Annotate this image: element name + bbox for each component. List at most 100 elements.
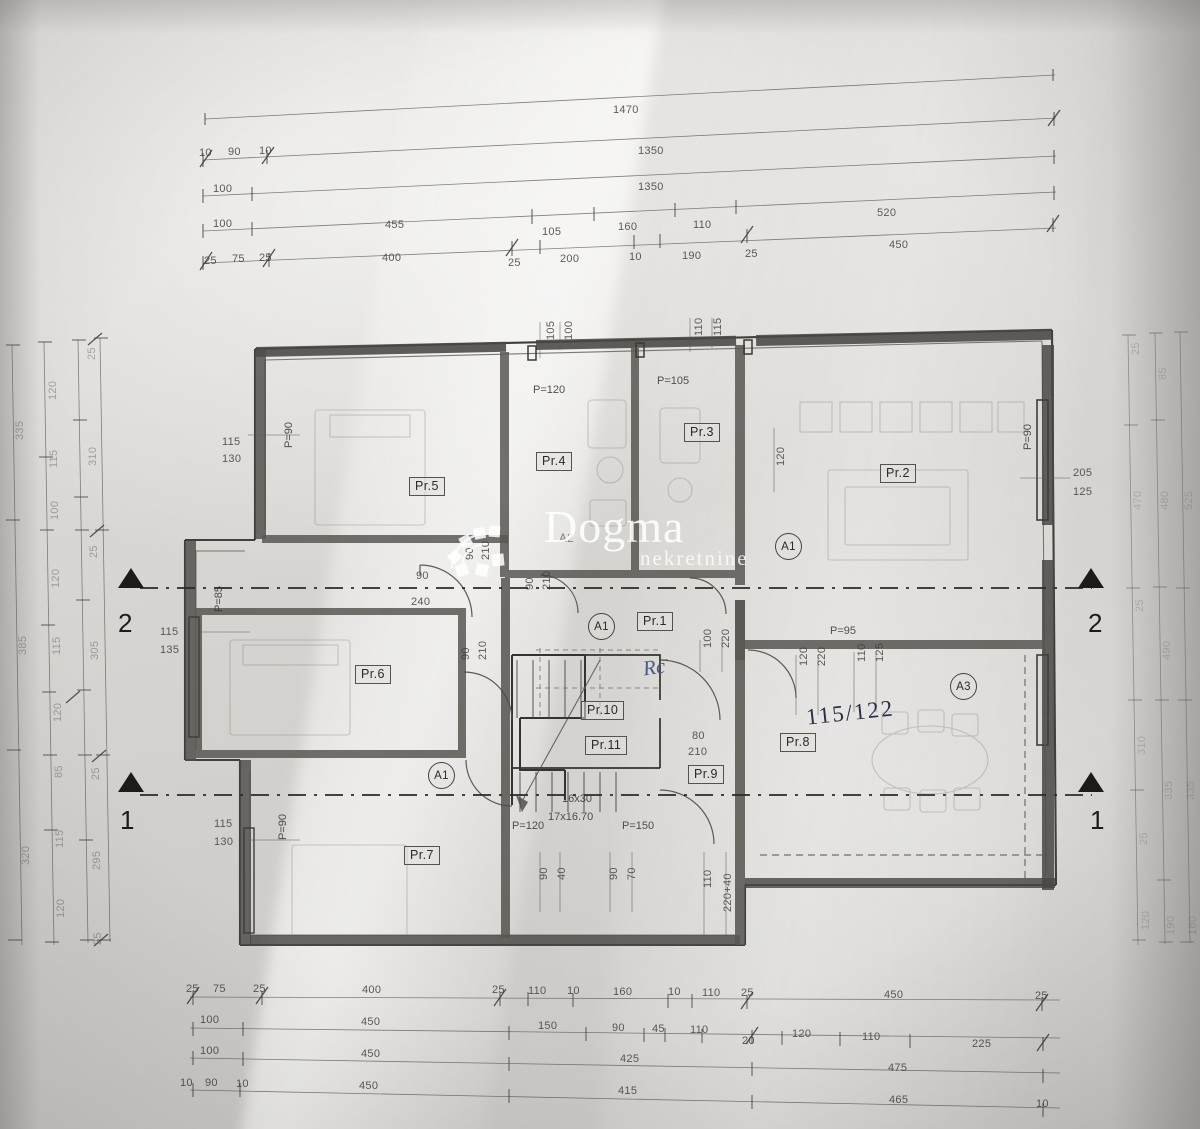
dim-bot-110-d: 110 [862,1031,881,1043]
dim-bot-100-a: 100 [200,1014,220,1026]
dim-top-200: 200 [560,253,580,265]
dim-right3-335: 335 [1185,780,1197,800]
dim-bot-415: 415 [618,1085,638,1097]
pr5-walls [262,535,508,543]
opening-110c-over: 110 [702,869,714,888]
dim-bot-450-b: 450 [361,1016,381,1028]
bottom-exterior-wall [250,878,1055,946]
dim-bot-110-b: 110 [702,987,721,999]
opening-40-under: 40 [556,867,568,880]
stair-dashed-projection [536,648,660,720]
room-label-pr7: Pr.7 [404,846,440,865]
dim-top-75: 75 [232,253,245,265]
opening-130b-under: 130 [214,836,234,848]
dim-left3-25-a: 25 [86,347,98,360]
right-lower-walls [735,600,1045,660]
room-label-pr11: Pr.11 [585,736,628,755]
note-stair-risers: 17x16.70 [548,811,594,823]
top-dimension-slash-ticks [199,109,1061,271]
right-dimension-lines [1127,331,1191,946]
exterior-walls [183,328,1058,947]
dim-bot-25-b: 25 [253,983,266,995]
dim-left2-115-c: 115 [54,829,66,848]
dim-right1-25c: 25 [1138,832,1150,845]
room-label-pr9: Pr.9 [688,765,724,784]
dim-left-335: 335 [14,420,26,440]
note-p-90-right: P=90 [1022,424,1034,450]
dim-top-25-c: 25 [508,257,521,269]
dim-left3-305: 305 [89,640,101,660]
opening-90-d-over: 90 [460,647,472,660]
opening-120-over: 120 [798,646,810,666]
axis-bubble-a1-mid: A1 [588,613,615,640]
dim-left-320: 320 [20,845,32,865]
bottom-dimension-ticks [192,991,1044,1117]
room-label-pr3: Pr.3 [684,423,720,442]
dim-top-105: 105 [542,226,562,238]
top-dimension-ticks [202,69,1055,270]
opening-135-under: 135 [160,644,180,656]
dim-bot-475: 475 [888,1062,908,1074]
axis-bubble-a1-upper-right: A1 [775,533,802,560]
dim-left2-120-c: 120 [52,702,64,722]
dim-left2-120-d: 120 [55,898,67,918]
top-wall-segments [256,328,1053,357]
section-marker-2-right-label: 2 [1088,608,1103,638]
dim-bot-90: 90 [612,1022,625,1034]
opening-220b-under: 220 [816,646,828,666]
dim-bot-75: 75 [213,983,226,995]
opening-210-under: 210 [688,746,708,758]
dim-bot-90-b: 90 [205,1077,218,1089]
dim-bot-110-a: 110 [528,985,547,997]
dim-left3-25-b: 25 [88,545,100,558]
dim-top-100-a: 100 [213,183,233,195]
door-swings [419,564,797,845]
dim-left3-25-c: 25 [90,767,102,780]
dim-left2-115-b: 115 [51,636,63,655]
dim-top-25-b: 25 [259,252,272,264]
dim-top-455: 455 [385,219,405,231]
wall-bands [195,340,1047,936]
dim-top-90: 90 [228,146,241,158]
dim-top-10-b: 10 [259,145,272,157]
dim-top-520: 520 [877,207,897,219]
right-window-opening [1036,399,1049,746]
opening-110-over: 110 [693,317,705,336]
note-p-120: P=120 [533,384,566,396]
opening-220-40-under: 220+40 [722,873,734,912]
note-p-90-left2: P=90 [277,814,289,840]
handwriting-blue-note: Rc [641,653,667,681]
dim-bot-110-c: 110 [690,1024,709,1036]
opening-90e-over: 90 [538,867,550,880]
dim-left-385: 385 [17,635,29,655]
dim-top-25-a: 25 [204,255,217,267]
dim-right3-525: 525 [1183,490,1195,510]
dim-bot-160: 160 [613,986,633,998]
dim-bot-10-d: 10 [236,1078,249,1090]
opening-210-d-under: 210 [477,640,489,660]
stair-landing-outline [512,654,661,769]
note-p-85-left: P=85 [213,586,225,612]
dim-right2-335: 335 [1163,780,1175,800]
room-label-pr10: Pr.10 [581,701,625,720]
dim-right1-25: 25 [1130,342,1142,355]
dim-right1-470: 470 [1132,490,1144,510]
dim-bot-465: 465 [889,1094,909,1106]
dim-top-1350-a: 1350 [638,145,664,157]
dim-right1-120: 120 [1140,910,1152,930]
dim-top-1470: 1470 [613,104,639,116]
bottom-dimension-slash-ticks [186,986,1050,1052]
dim-left3-295: 295 [91,850,103,870]
dim-bot-25-d: 25 [741,987,754,999]
dim-left2-120-b: 120 [50,568,62,588]
room-label-pr1: Pr.1 [637,612,673,631]
axis-bubble-a1-left: A1 [428,762,455,789]
dim-bot-10-c: 10 [180,1077,193,1089]
dim-bot-25-c: 25 [492,984,505,996]
dim-left3-25-d: 25 [92,932,104,945]
dim-bot-450-d: 450 [359,1080,379,1092]
room-label-pr2: Pr.2 [880,464,916,483]
dim-left2-85: 85 [53,765,65,778]
section-marker-1-right-label: 1 [1090,805,1105,835]
